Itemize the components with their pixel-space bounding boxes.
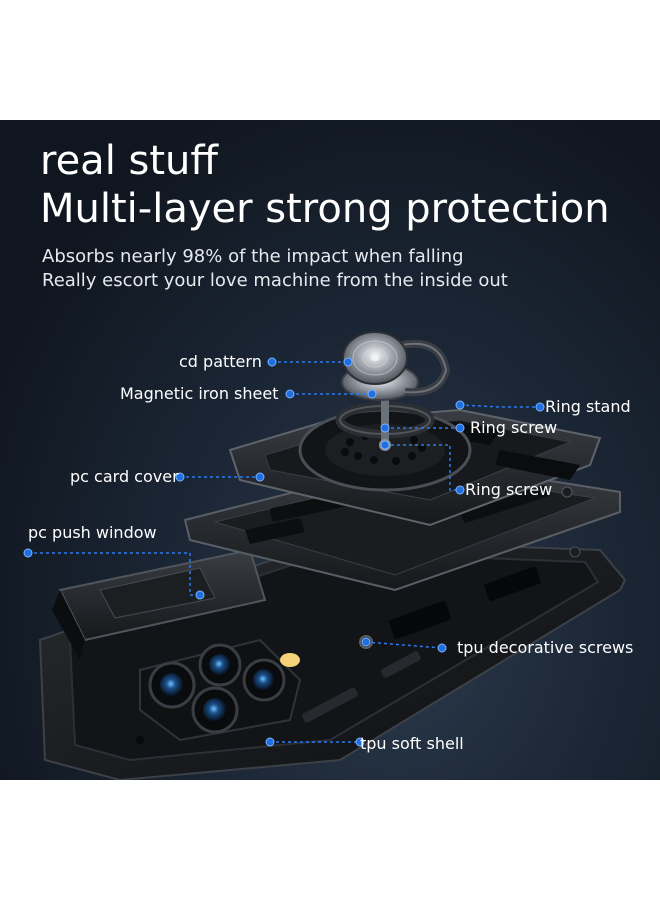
callout-tpu-soft-shell: tpu soft shell bbox=[360, 734, 464, 753]
callout-ring-stand: Ring stand bbox=[545, 397, 631, 416]
callout-magnetic-iron-sheet: Magnetic iron sheet bbox=[120, 384, 279, 403]
callout-ring-screw-2: Ring screw bbox=[465, 480, 553, 499]
headline-line-2: Multi-layer strong protection bbox=[40, 186, 610, 232]
callout-dots bbox=[23, 357, 545, 747]
pc-push-window-part bbox=[52, 548, 267, 660]
product-banner: real stuff Multi-layer strong protection… bbox=[0, 120, 660, 780]
callout-leader-lines bbox=[28, 361, 540, 743]
callout-cd-pattern: cd pattern bbox=[179, 352, 262, 371]
subtitle-line-1: Absorbs nearly 98% of the impact when fa… bbox=[42, 246, 464, 267]
headline-line-1: real stuff bbox=[40, 138, 218, 184]
callout-tpu-decorative-screws: tpu decorative screws bbox=[457, 638, 634, 657]
cd-pattern-part bbox=[342, 331, 451, 397]
ring-stand-part bbox=[298, 395, 472, 492]
camera-module bbox=[139, 638, 302, 742]
bottom-white-margin bbox=[0, 780, 660, 900]
callout-pc-card-cover: pc card cover bbox=[70, 467, 179, 486]
top-white-margin bbox=[0, 0, 660, 120]
subtitle-line-2: Really escort your love machine from the… bbox=[42, 270, 508, 291]
callout-pc-push-window: pc push window bbox=[28, 523, 157, 542]
callout-ring-screw-1: Ring screw bbox=[470, 418, 558, 437]
exploded-phone-case-illustration bbox=[23, 331, 627, 780]
